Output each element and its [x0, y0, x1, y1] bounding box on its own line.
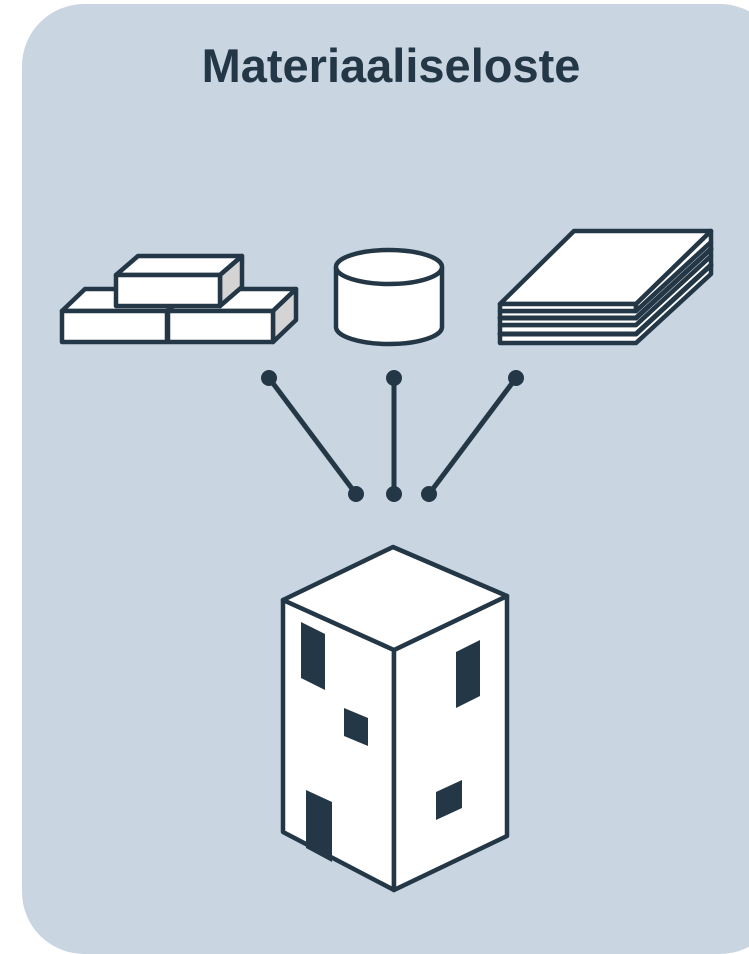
panel-stack-icon — [497, 228, 714, 346]
connector-bricks — [266, 375, 359, 497]
connector-lines — [261, 370, 524, 502]
bricks-icon — [59, 253, 299, 345]
cylinder-icon — [333, 247, 445, 347]
page-title: Materiaaliseloste — [201, 39, 581, 92]
building-icon — [280, 544, 510, 893]
connector-panels — [426, 375, 519, 497]
